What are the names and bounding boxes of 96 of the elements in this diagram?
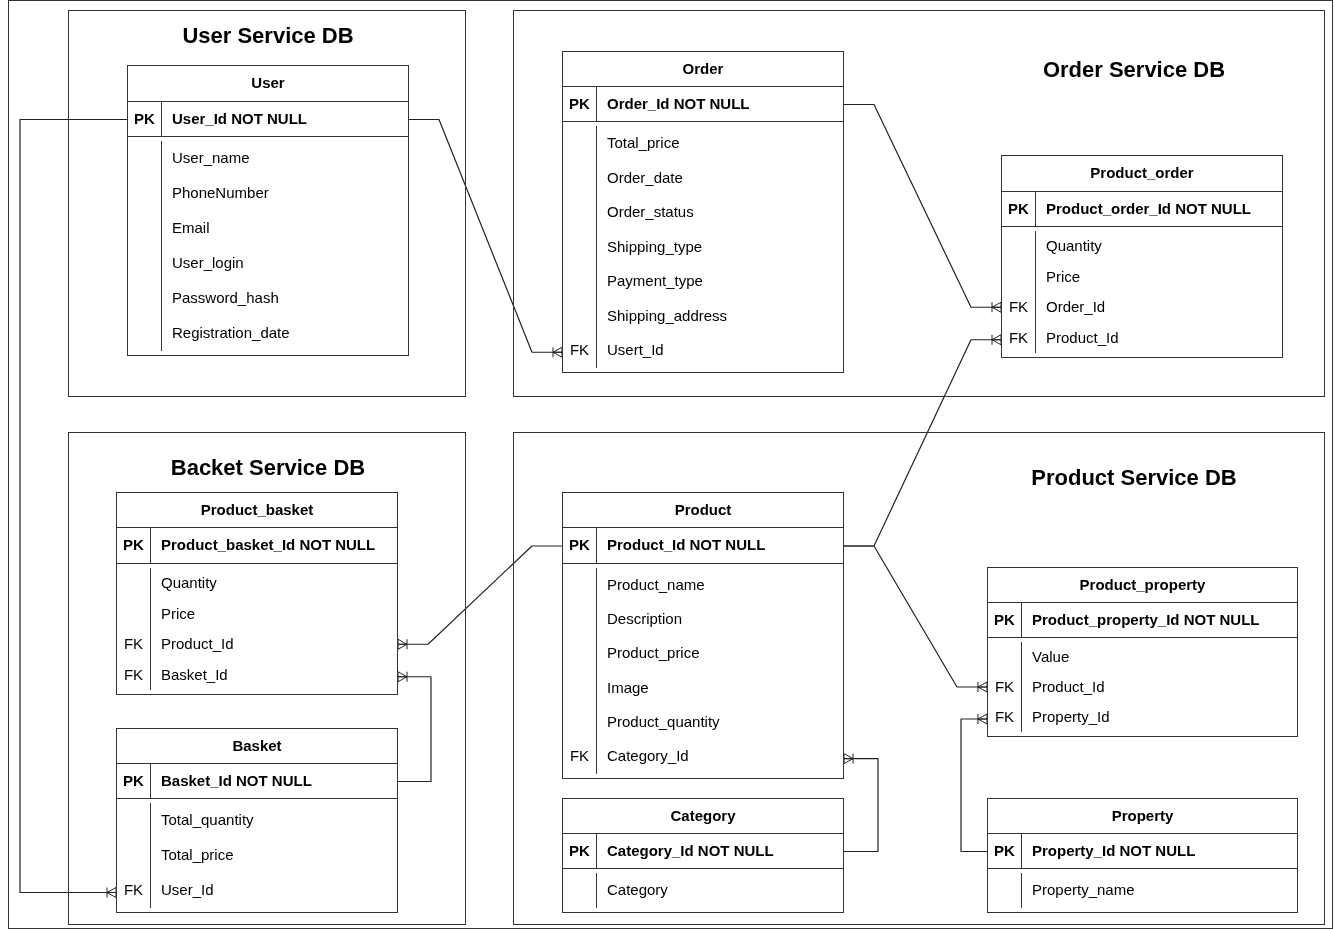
field-name: Email <box>172 218 210 239</box>
field-name: Password_hash <box>172 288 279 309</box>
key-label: PK <box>123 535 144 556</box>
field-name: Usert_Id <box>607 340 664 360</box>
entity-table <box>562 492 844 779</box>
table-title: Basket <box>117 729 397 764</box>
key-label: PK <box>569 535 590 556</box>
key-label: PK <box>569 840 590 861</box>
relationship-line <box>397 545 563 650</box>
key-label: FK <box>569 746 590 767</box>
field-name: Basket_Id NOT NULL <box>161 770 312 791</box>
entity-table <box>116 728 398 913</box>
field-name: Price <box>161 603 196 624</box>
table-title: Category <box>563 799 843 834</box>
field-name: Shipping_type <box>607 236 703 257</box>
table-title: User <box>128 66 408 102</box>
field-name: Property_Id NOT NULL <box>1032 840 1196 861</box>
key-label: FK <box>1008 327 1029 348</box>
field-name: Product_property_Id NOT NULL <box>1032 609 1260 630</box>
field-name: Price <box>1046 266 1081 287</box>
field-name: Registration_date <box>172 323 290 344</box>
field-name: Quantity <box>161 573 217 593</box>
field-name: User_Id <box>161 880 214 901</box>
field-name: User_Id NOT NULL <box>172 108 307 129</box>
field-name: PhoneNumber <box>172 183 269 204</box>
entity-table <box>116 492 398 695</box>
field-name: Category_Id <box>607 746 689 767</box>
relationship-line <box>843 545 988 693</box>
relationship-line <box>408 118 563 358</box>
field-name: Basket_Id <box>161 664 228 685</box>
field-name: Product_basket_Id NOT NULL <box>161 535 376 556</box>
table-title: Product_property <box>988 568 1297 603</box>
field-name: Value <box>1032 646 1070 667</box>
entity-table <box>127 65 409 356</box>
field-name: Product_Id <box>1032 676 1105 697</box>
entity-table <box>987 567 1298 737</box>
field-name: Order_status <box>607 202 694 222</box>
service-group-frame <box>513 432 1325 925</box>
key-label: FK <box>123 664 144 685</box>
field-name: Order_Id <box>1046 297 1106 317</box>
relationship-line <box>19 118 128 898</box>
table-title: Product_basket <box>117 493 397 528</box>
relationship-line <box>843 753 879 853</box>
key-label: FK <box>994 676 1015 697</box>
field-name: Category <box>607 880 668 901</box>
relationship-line <box>960 713 988 853</box>
field-name: Order_date <box>607 167 683 188</box>
key-label: PK <box>123 770 144 791</box>
key-label: FK <box>123 880 144 901</box>
key-label: PK <box>569 93 590 114</box>
key-label: FK <box>1008 297 1029 317</box>
entity-table <box>1001 155 1283 358</box>
field-name: Product_Id NOT NULL <box>607 535 766 556</box>
service-group-frame <box>68 432 466 925</box>
table-title: Product <box>563 493 843 528</box>
group-title: Backet Service DB <box>169 454 367 482</box>
field-name: Quantity <box>1046 236 1102 256</box>
field-name: Description <box>607 609 683 630</box>
field-name: Category_Id NOT NULL <box>607 840 774 861</box>
relationship-line <box>843 103 1002 313</box>
table-title: Product_order <box>1002 156 1282 192</box>
group-title: Order Service DB <box>1041 56 1227 84</box>
entity-table <box>562 798 844 913</box>
field-name: Product_Id <box>161 634 234 654</box>
field-name: Order_Id NOT NULL <box>607 93 750 114</box>
entity-table <box>562 51 844 373</box>
key-label: PK <box>1008 198 1029 219</box>
field-name: Total_price <box>607 133 680 153</box>
field-name: Total_quantity <box>161 810 254 831</box>
key-label: FK <box>569 340 590 360</box>
field-name: Product_order_Id NOT NULL <box>1046 198 1251 219</box>
field-name: Total_price <box>161 845 234 866</box>
key-label: FK <box>994 706 1015 727</box>
key-label: PK <box>134 108 155 129</box>
field-name: Product_name <box>607 574 705 595</box>
service-group-frame <box>68 10 466 397</box>
service-group-frame <box>513 10 1325 397</box>
field-name: Shipping_address <box>607 305 728 326</box>
group-title: User Service DB <box>181 22 355 50</box>
field-name: Property_Id <box>1032 706 1110 727</box>
table-title: Order <box>563 52 843 87</box>
relationship-line <box>397 671 432 783</box>
group-title: Product Service DB <box>1030 464 1238 492</box>
entity-table <box>987 798 1298 913</box>
table-title: Property <box>988 799 1297 834</box>
field-name: Product_quantity <box>607 712 720 733</box>
key-label: FK <box>123 634 144 654</box>
field-name: User_login <box>172 253 244 274</box>
key-label: PK <box>994 609 1015 630</box>
key-label: PK <box>994 840 1015 861</box>
field-name: Image <box>607 677 649 698</box>
field-name: Product_Id <box>1046 327 1119 348</box>
field-name: Product_price <box>607 643 700 664</box>
field-name: User_name <box>172 148 250 169</box>
field-name: Payment_type <box>607 271 703 291</box>
field-name: Property_name <box>1032 880 1135 901</box>
